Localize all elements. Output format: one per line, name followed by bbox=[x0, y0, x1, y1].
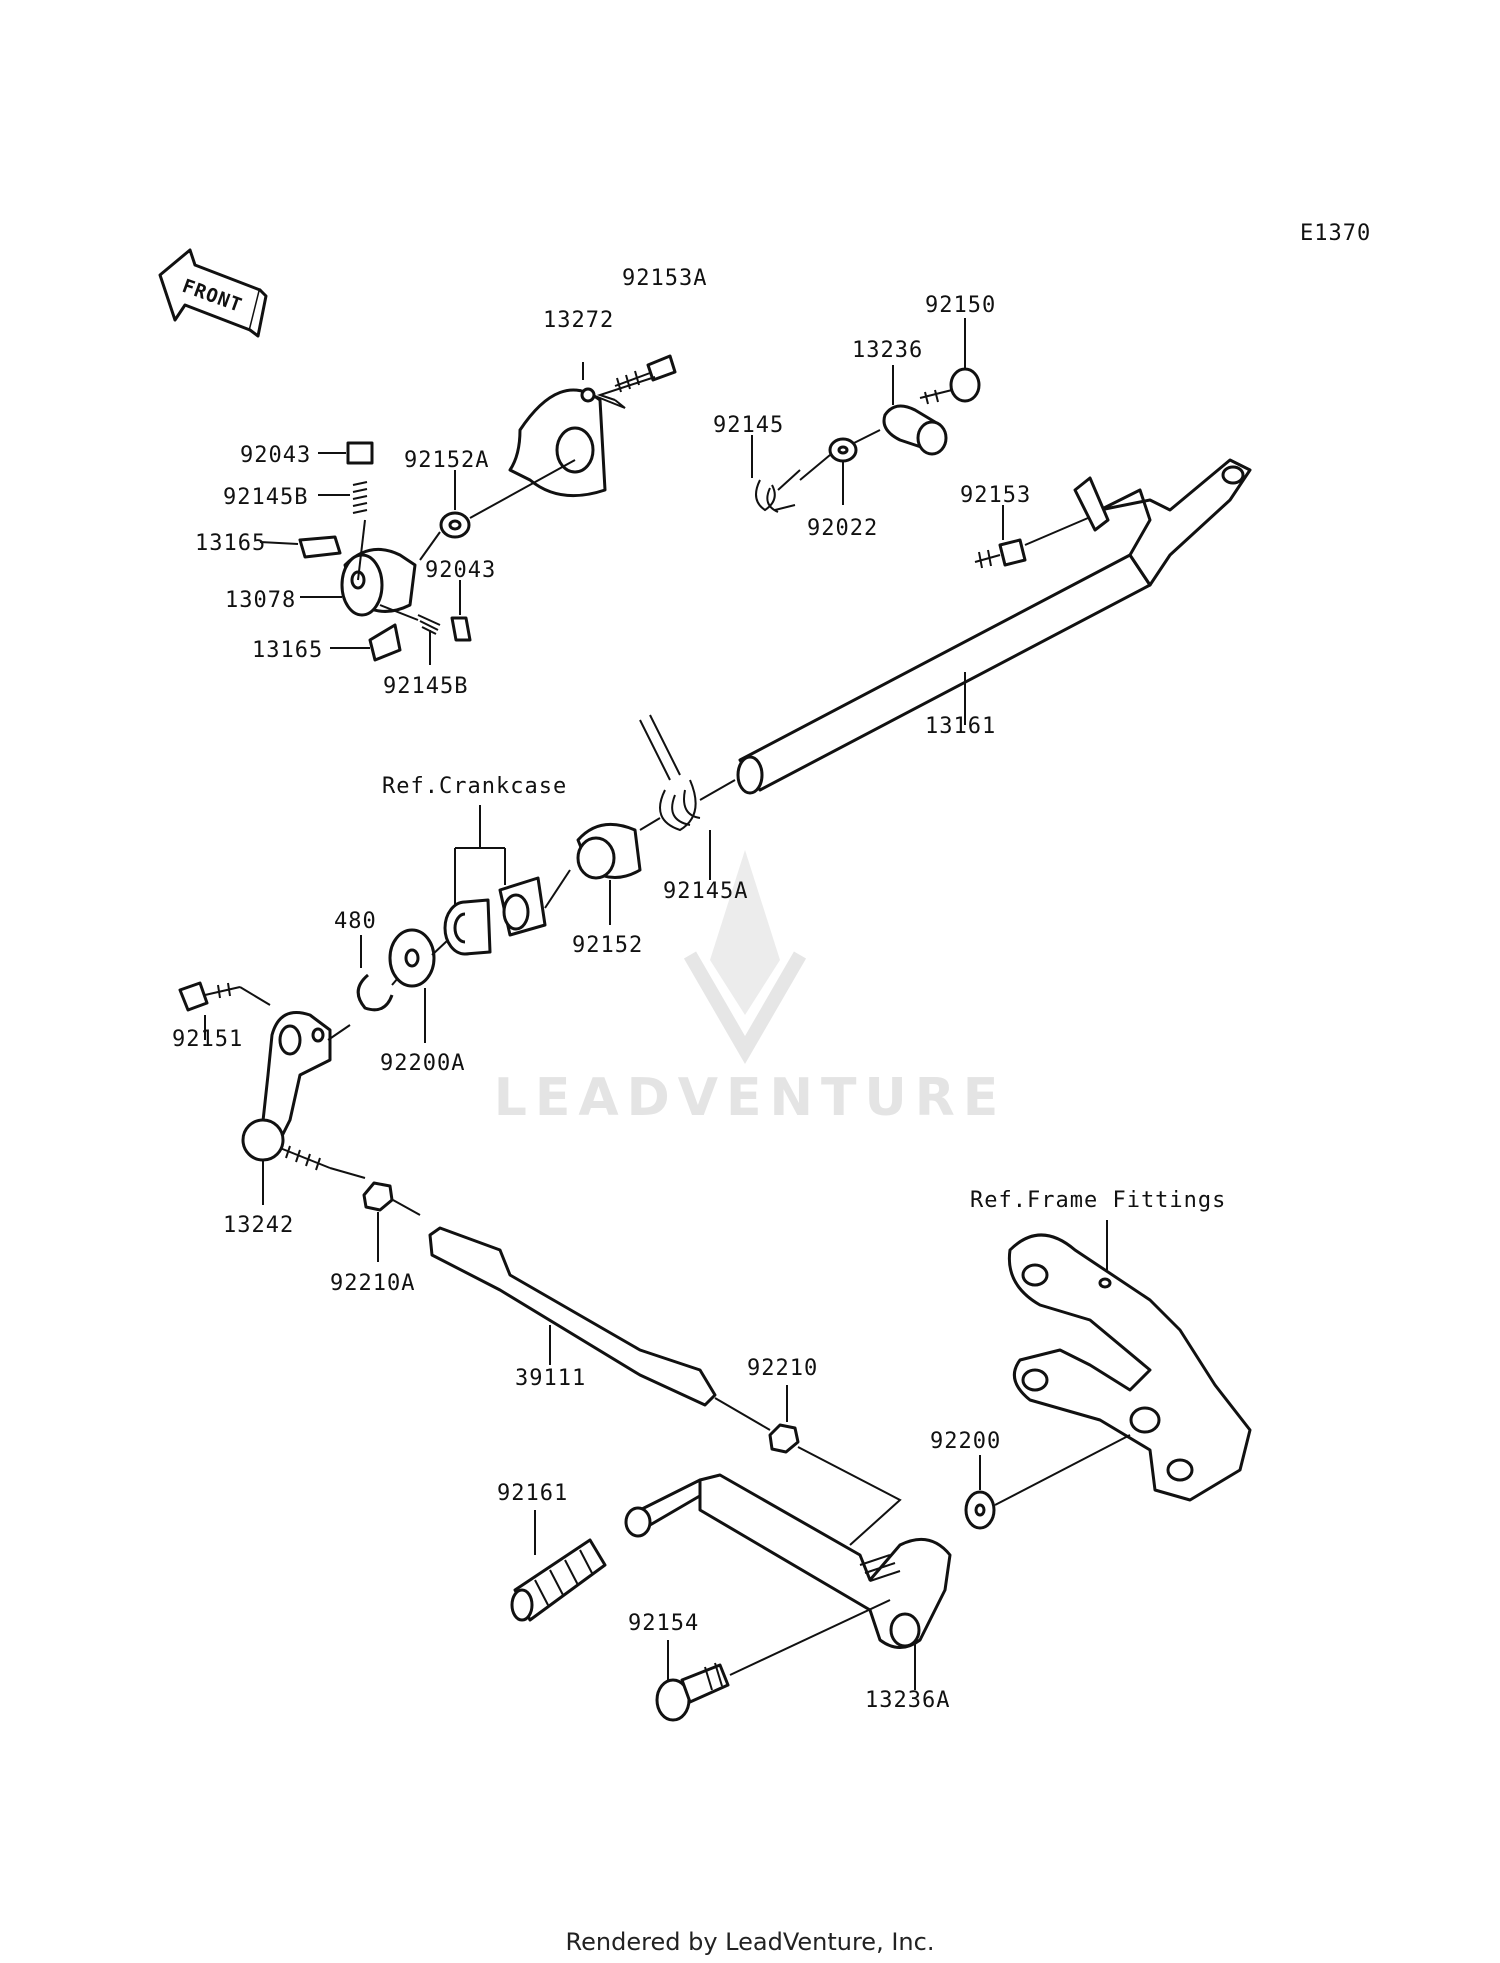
part-frame-bracket bbox=[1007, 1233, 1252, 1502]
leader-nut-rod bbox=[392, 1199, 421, 1216]
leader-washer-bearing bbox=[431, 939, 449, 956]
label-13165-a: 13165 bbox=[195, 531, 266, 556]
part-bearing bbox=[443, 898, 492, 956]
leader-balljoint-nut bbox=[329, 1167, 366, 1179]
label-92043-a: 92043 bbox=[240, 443, 311, 468]
part-92022-washer bbox=[828, 437, 858, 463]
label-13165-b: 13165 bbox=[252, 638, 323, 663]
label-92145B-a: 92145B bbox=[223, 485, 308, 510]
label-92152A: 92152A bbox=[404, 448, 489, 473]
leader-drum-washer bbox=[419, 531, 441, 561]
diagram-code: E1370 bbox=[1300, 221, 1371, 246]
label-92153A: 92153A bbox=[622, 266, 707, 291]
part-92043-pin-a bbox=[346, 441, 374, 465]
part-shift-arm bbox=[260, 1011, 332, 1142]
leader-spring-shaft bbox=[699, 779, 736, 801]
leader-circlip-washer bbox=[391, 977, 399, 986]
part-needle-bearing bbox=[498, 876, 547, 937]
leader-13236-washer bbox=[849, 429, 881, 446]
part-480-circlip bbox=[356, 973, 394, 1012]
label-13272: 13272 bbox=[543, 308, 614, 333]
leader-13165-a bbox=[259, 541, 299, 545]
leader-92145A-collar bbox=[639, 817, 661, 831]
label-92154: 92154 bbox=[628, 1611, 699, 1636]
label-13078: 13078 bbox=[225, 588, 296, 613]
label-13161: 13161 bbox=[925, 714, 996, 739]
part-92210-nut bbox=[768, 1423, 800, 1454]
part-92153A-screw bbox=[614, 354, 677, 393]
label-92161: 92161 bbox=[497, 1481, 568, 1506]
part-92145B-spring-a bbox=[352, 481, 368, 514]
label-39111: 39111 bbox=[515, 1366, 586, 1391]
leader-arm-circlip bbox=[327, 1024, 351, 1041]
label-92210A: 92210A bbox=[330, 1271, 415, 1296]
label-92043-b: 92043 bbox=[425, 558, 496, 583]
part-13161-shift-shaft bbox=[736, 458, 1252, 795]
leader-13078-spring bbox=[357, 519, 366, 581]
part-92145A-return-spring bbox=[639, 714, 701, 832]
leader-92145-washer bbox=[799, 454, 831, 481]
leader-92153-arm bbox=[1024, 514, 1096, 546]
label-13236: 13236 bbox=[852, 338, 923, 363]
leader-bolt-arm bbox=[239, 986, 271, 1006]
leader-bearing-collar bbox=[544, 869, 571, 909]
label-92150: 92150 bbox=[925, 293, 996, 318]
label-92200A: 92200A bbox=[380, 1051, 465, 1076]
part-13078-drum bbox=[340, 547, 417, 617]
label-92145: 92145 bbox=[713, 413, 784, 438]
part-92152A-washer bbox=[439, 511, 471, 539]
part-92161-rubber bbox=[510, 1538, 607, 1622]
part-92151-bolt bbox=[178, 981, 241, 1012]
front-arrow-icon: FRONT bbox=[158, 248, 268, 338]
label-92210: 92210 bbox=[747, 1356, 818, 1381]
part-13272-plate bbox=[508, 387, 607, 498]
part-92154-bolt bbox=[655, 1662, 730, 1722]
leader-washer-frame bbox=[994, 1434, 1131, 1506]
leader-nut-pedal bbox=[797, 1446, 902, 1546]
label-92200: 92200 bbox=[930, 1429, 1001, 1454]
label-13236A: 13236A bbox=[865, 1688, 950, 1713]
part-39111-tie-rod bbox=[428, 1226, 717, 1407]
label-92153: 92153 bbox=[960, 483, 1031, 508]
leader-bolt-pedal bbox=[729, 1599, 891, 1676]
label-92151: 92151 bbox=[172, 1027, 243, 1052]
part-92145-spring bbox=[755, 469, 801, 513]
label-92152: 92152 bbox=[572, 933, 643, 958]
label-92145B-b: 92145B bbox=[383, 674, 468, 699]
label-13242: 13242 bbox=[223, 1213, 294, 1238]
leader-92152A-plate bbox=[469, 459, 576, 519]
leadventure-watermark: LEADVENTURE bbox=[494, 850, 1007, 1128]
leader-rod-nut bbox=[714, 1397, 771, 1431]
part-13236-arm bbox=[882, 404, 948, 456]
watermark-text: LEADVENTURE bbox=[494, 1068, 1007, 1128]
part-13236A-shift-pedal bbox=[624, 1473, 952, 1649]
label-480: 480 bbox=[334, 909, 377, 934]
part-92152-collar bbox=[576, 822, 642, 880]
part-13165-pawl-a bbox=[298, 535, 342, 559]
part-92043-pin-b bbox=[450, 616, 472, 642]
footer-credit: Rendered by LeadVenture, Inc. bbox=[565, 1928, 935, 1956]
leader-drum-spring-b bbox=[379, 604, 419, 621]
part-92200-washer bbox=[964, 1490, 996, 1530]
ref-crankcase-label: Ref.Crankcase bbox=[382, 774, 567, 799]
part-92200A-washer bbox=[388, 928, 436, 988]
leader-92153A bbox=[596, 376, 656, 401]
label-92022: 92022 bbox=[807, 516, 878, 541]
part-92210A-nut bbox=[362, 1181, 394, 1212]
part-13165-pawl-b bbox=[368, 623, 402, 662]
label-92145A: 92145A bbox=[663, 879, 748, 904]
part-92150-screw bbox=[919, 367, 981, 405]
part-92153-bolt bbox=[974, 538, 1027, 569]
leader-ref-crankcase bbox=[454, 805, 506, 905]
ref-frame-label: Ref.Frame Fittings bbox=[970, 1188, 1226, 1213]
